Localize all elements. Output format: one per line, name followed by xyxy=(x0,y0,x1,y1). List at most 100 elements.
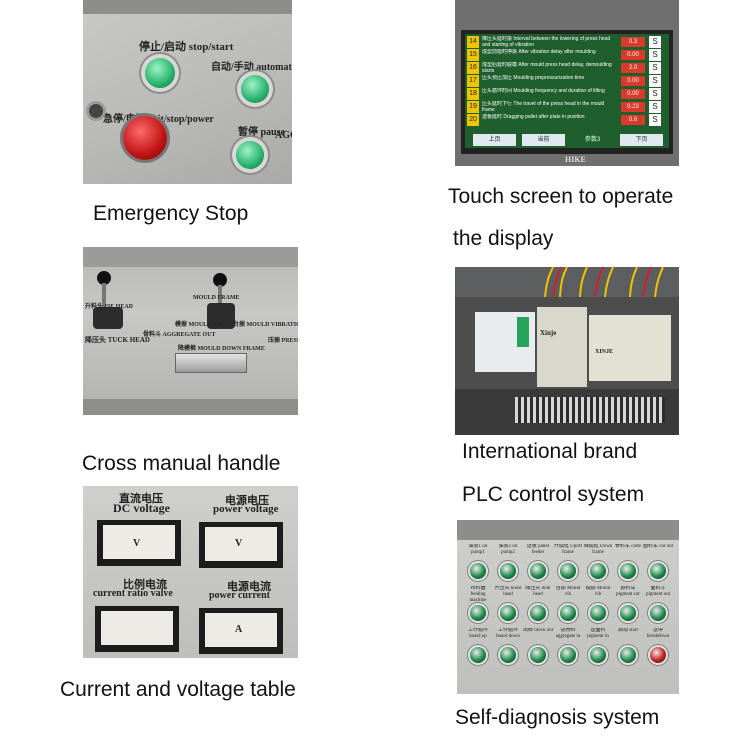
table-vib-label: 台振 MOULD VIBRATION xyxy=(233,322,298,328)
indicator-label: 降压头 bulk head xyxy=(525,586,551,597)
io-modules xyxy=(589,315,671,381)
auto-manual-button xyxy=(241,75,269,103)
indicator-lamp xyxy=(620,605,636,621)
pause-label: 暂停 pause xyxy=(238,127,285,138)
indicator-lamp xyxy=(530,563,546,579)
parameter-unit: S xyxy=(649,36,661,48)
screw-hole xyxy=(89,104,103,118)
indicator-label: 升模框 Uplift frame xyxy=(553,544,583,555)
indicator-label: 送面料 pigment in xyxy=(587,628,609,639)
plc-brand-label: Xinje xyxy=(540,329,557,337)
power-current-cn: 电源电流 xyxy=(227,581,271,593)
parameter-value: 2.0 xyxy=(621,63,645,73)
indicator-label: 进骨料 aggregate in xyxy=(555,628,581,639)
caption-touch-screen-1: Touch screen to operate xyxy=(448,185,674,208)
screen-btn-param: 参数3 xyxy=(584,137,601,143)
start-button xyxy=(145,58,175,88)
indicator-label: 模振 Mould vib xyxy=(585,586,611,597)
parameter-value: 0.00 xyxy=(621,89,645,99)
auto-manual-label: 自动/手动 automati/manual xyxy=(211,62,292,73)
plc-module-label: XINJE xyxy=(595,349,614,355)
indicator-label: 面料车 car out xyxy=(643,544,673,549)
dc-voltage-meter: V xyxy=(97,520,181,566)
indicator-label: 降模框 Down frame xyxy=(583,544,613,555)
indicator-label: 油泵2 oil pump2 xyxy=(498,544,518,555)
plc-photo: Xinje XINJE xyxy=(455,267,679,435)
parameter-unit: S xyxy=(649,101,661,113)
caption-plc-1: International brand xyxy=(462,440,638,463)
meters-photo: 直流电压 DC voltage 电源电压 power voltage V V 比… xyxy=(83,486,298,658)
screen-btn-prev: 上页 xyxy=(473,134,516,146)
power-voltage-en: power voltage xyxy=(213,503,279,515)
caption-emergency-stop: Emergency Stop xyxy=(93,202,249,225)
parameter-number: 16 xyxy=(467,62,479,74)
toggle-switch xyxy=(175,353,247,373)
parameter-value: 0.6 xyxy=(621,115,645,125)
indicator-label: 油泵1 oil pump1 xyxy=(468,544,488,555)
indicator-lamp xyxy=(470,563,486,579)
indicator-lamp xyxy=(590,647,606,663)
indicator-lamp xyxy=(590,605,606,621)
cross-handle-photo: 升料头 ISE HEAD 降压头 TUCK HEAD 骨料斗 AGGREGATE… xyxy=(83,247,298,415)
right-joystick xyxy=(213,273,227,287)
power-current-unit: A xyxy=(235,624,243,635)
parameter-text: 压头循环时间 Moulding frequency and duration o… xyxy=(482,88,605,94)
dc-voltage-unit: V xyxy=(133,538,141,549)
screen-brand: HIKE xyxy=(565,155,586,164)
screen-buttons: 上页 当前 参数3 下页 xyxy=(473,134,663,146)
indicator-label: 工作循环 board up xyxy=(467,628,488,639)
indicator-label: 布料器 feeding machine xyxy=(469,586,487,603)
screen-btn-current: 当前 xyxy=(522,134,565,146)
parameter-text: 降压头延时振 Interval between the lowering of … xyxy=(482,36,611,48)
parameter-number: 17 xyxy=(467,75,479,87)
emergency-stop-button xyxy=(123,116,167,160)
parameter-unit: S xyxy=(649,62,661,74)
indicator-lamp xyxy=(470,605,486,621)
power-voltage-cn: 电源电压 xyxy=(225,495,269,507)
dc-voltage-cn: 直流电压 xyxy=(119,493,163,505)
parameter-text: 压头延时下行 The travel of the press head in t… xyxy=(482,101,605,113)
indicator-label: 启动 start xyxy=(618,628,638,633)
indicator-lamp xyxy=(650,605,666,621)
indicator-lamp xyxy=(560,605,576,621)
indicator-label: 升压头 boost head xyxy=(494,586,522,597)
indicator-lamp xyxy=(650,647,666,663)
pause-button xyxy=(236,141,264,169)
ratio-cn: 比例电流 xyxy=(123,579,167,591)
indicator-lamp xyxy=(560,563,576,579)
dc-voltage-en: DC voltage xyxy=(113,501,170,515)
press-vib-label: 压振 PRESS VIBRATION xyxy=(268,338,298,344)
indicator-label: 急停 breakdown xyxy=(646,628,670,639)
parameter-value: 0.00 xyxy=(621,50,645,60)
screen-btn-next: 下页 xyxy=(620,134,663,146)
indicator-lamp xyxy=(530,605,546,621)
ratio-en: current ratio valve xyxy=(93,588,173,599)
plc-module xyxy=(537,307,587,387)
indicator-lamp xyxy=(590,563,606,579)
indicator-label: 送板 pallet feeder xyxy=(526,544,550,555)
emergency-stop-photo: 停止/启动 stop/start 自动/手动 automati/manual 急… xyxy=(83,0,292,184)
indicator-label: 颜料车 pigment car xyxy=(616,586,640,597)
self-diagnosis-photo: 油泵1 oil pump1 油泵2 oil pump2 送板 pallet feed… xyxy=(457,520,679,694)
parameter-number: 20 xyxy=(467,114,479,126)
power-voltage-meter: V xyxy=(199,522,283,568)
indicator-lamp xyxy=(470,647,486,663)
indicator-lamp xyxy=(500,605,516,621)
indicator-lamp xyxy=(500,563,516,579)
indicator-label: 台振 Mould vib xyxy=(555,586,581,597)
indicator-label: 面料斗 pigment out xyxy=(645,586,671,597)
indicator-lamp xyxy=(530,647,546,663)
indicator-lamp xyxy=(620,647,636,663)
caption-touch-screen-2: the display xyxy=(453,227,554,250)
parameter-value: 0.3 xyxy=(621,37,645,47)
left-joystick xyxy=(97,271,111,285)
power-label: 急停/电源 exit/stop/power xyxy=(103,114,214,125)
